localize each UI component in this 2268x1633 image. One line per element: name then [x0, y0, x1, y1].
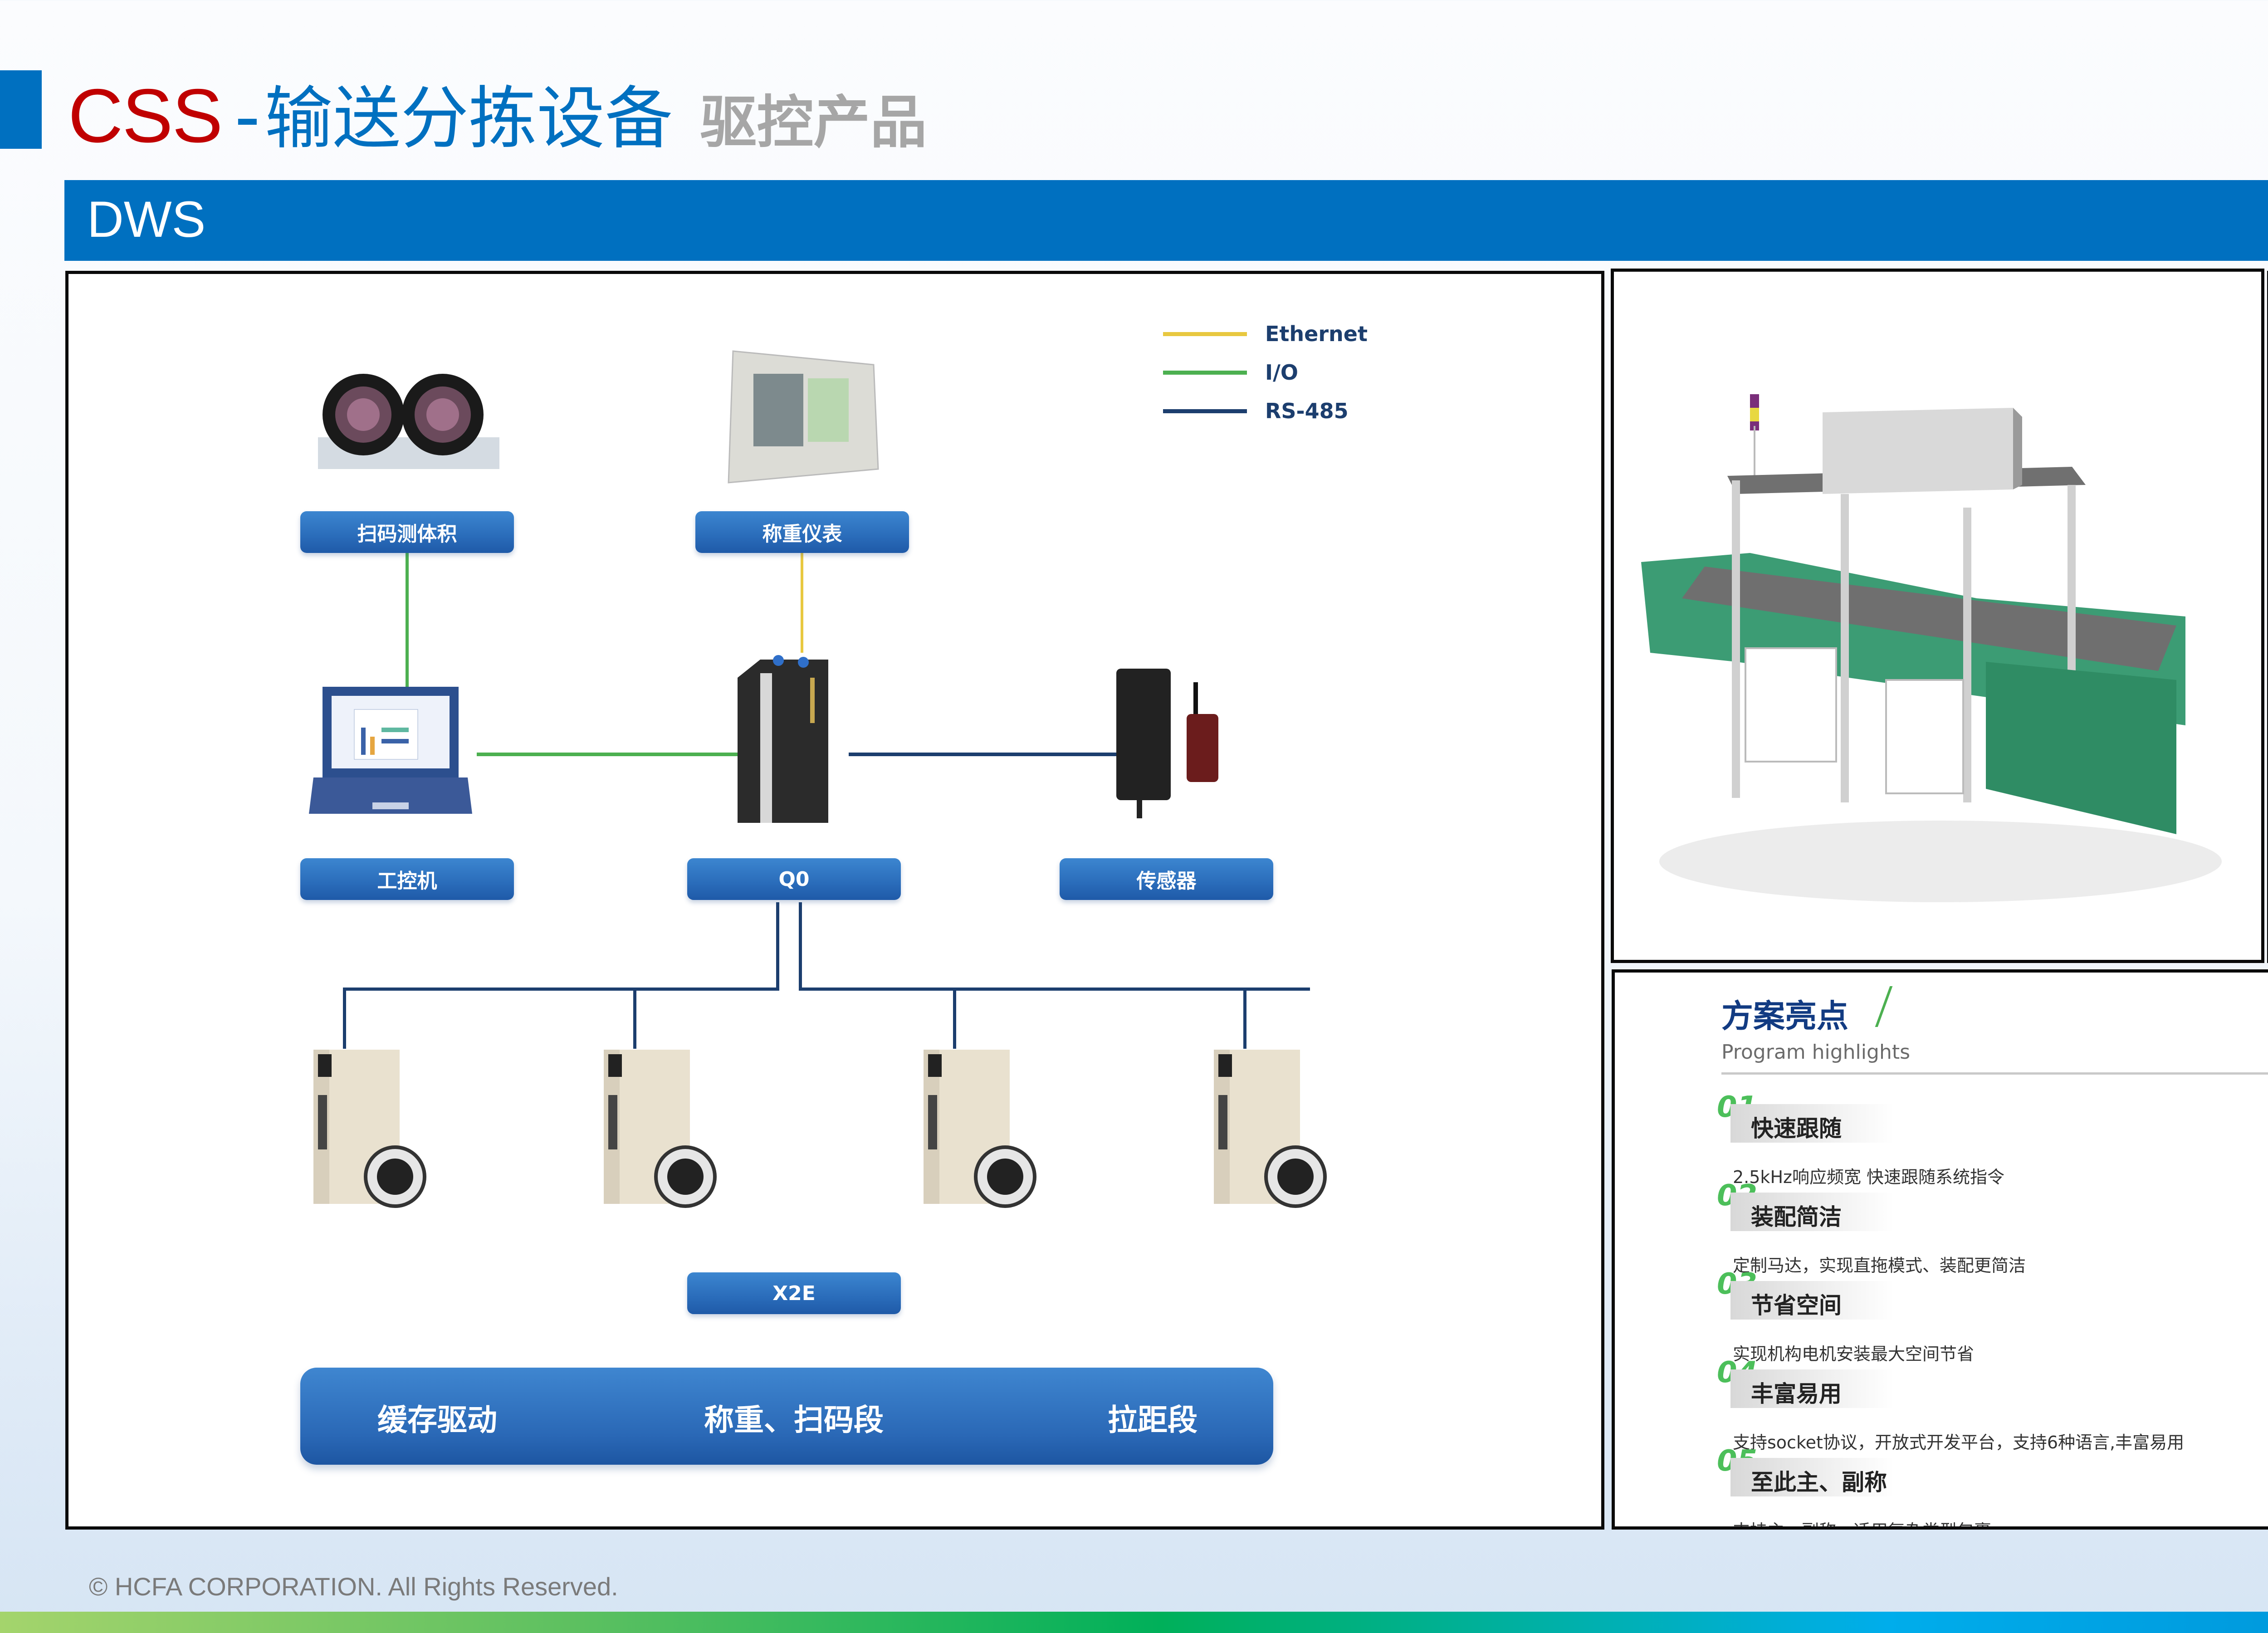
- copyright-text: © HCFA CORPORATION. All Rights Reserved.: [89, 1572, 618, 1601]
- segment-buffer: 缓存驱动: [377, 1403, 497, 1437]
- legend-rs485: RS-485: [1163, 399, 1349, 423]
- section-header-bar: DWS: [64, 180, 2268, 261]
- topology-diagram-panel: Ethernet I/O RS-485: [65, 271, 1604, 1530]
- io-line-scanner-ipc: [406, 553, 409, 709]
- rs485-drop-3: [953, 988, 956, 1049]
- legend-ethernet: Ethernet: [1163, 322, 1368, 346]
- rs485-line-plc-right: [799, 902, 802, 991]
- dws-machine-illustration: [1641, 394, 2222, 902]
- segment-spacing: 拉距段: [1108, 1403, 1198, 1437]
- legend-io: I/O: [1163, 360, 1298, 385]
- highlights-divider: [1721, 1072, 2268, 1075]
- highlight-title: 丰富易用: [1751, 1381, 1842, 1407]
- weighing-indicator-icon: [728, 350, 879, 484]
- label-plc: Q0: [687, 858, 901, 900]
- conveyor-segments-bar: 缓存驱动 称重、扫码段 拉距段: [300, 1368, 1273, 1465]
- label-scale: 称重仪表: [695, 511, 909, 553]
- page-title: CSS - 输送分拣设备 驱控产品: [68, 64, 927, 158]
- plc-controller-icon: [738, 655, 828, 823]
- highlight-title: 快速跟随: [1751, 1115, 1842, 1142]
- highlight-title: 节省空间: [1751, 1292, 1842, 1319]
- title-slash-decoration: [1875, 986, 1893, 1027]
- rs485-line-plc-sensor: [849, 753, 1162, 756]
- highlights-title: 方案亮点: [1721, 997, 1848, 1035]
- label-scanner: 扫码测体积: [300, 511, 514, 553]
- highlight-description: 2.5kHz响应频宽 快速跟随系统指令: [1733, 1167, 2005, 1187]
- rs485-drop-2: [633, 988, 636, 1049]
- legend-swatch-io: [1163, 370, 1247, 375]
- footer-gradient-bar: [0, 1612, 2268, 1633]
- ethernet-line-scale-plc: [801, 553, 803, 653]
- title-sub: 驱控产品: [700, 90, 927, 156]
- label-ipc: 工控机: [300, 858, 514, 900]
- rs485-drop-1: [343, 988, 346, 1049]
- rs485-bus-right: [799, 988, 1310, 991]
- section-title: DWS: [87, 191, 206, 248]
- title-prefix: CSS: [68, 73, 223, 158]
- highlight-title: 装配简洁: [1751, 1204, 1842, 1230]
- title-accent-bar: [0, 70, 42, 149]
- segment-weigh-scan: 称重、扫码段: [704, 1403, 884, 1437]
- servo-drive-4-icon: [1214, 1050, 1327, 1208]
- highlight-title: 至此主、副称: [1751, 1469, 1887, 1496]
- servo-drive-1-icon: [313, 1050, 426, 1208]
- servo-drive-3-icon: [924, 1050, 1036, 1208]
- title-main: 输送分拣设备: [264, 79, 673, 158]
- highlight-description: 支持主、副称，适用复杂类型包裹: [1733, 1517, 1991, 1526]
- highlights-subtitle: Program highlights: [1721, 1041, 1911, 1064]
- industrial-pc-laptop-icon: [309, 687, 472, 814]
- rs485-drop-4: [1243, 988, 1246, 1049]
- label-servo: X2E: [687, 1272, 901, 1314]
- photoelectric-sensor-icon: [1116, 669, 1218, 818]
- io-line-ipc-plc: [477, 753, 758, 756]
- servo-drive-2-icon: [604, 1050, 717, 1208]
- scanning-conveyor-render: [2267, 271, 2268, 963]
- dws-machine-render: [1611, 269, 2264, 963]
- program-highlights-panel: 方案亮点 Program highlights 01 快速跟随 2.5kHz响应…: [1612, 969, 2268, 1530]
- highlight-description: 定制马达，实现直拖模式、装配更简洁: [1733, 1256, 2026, 1276]
- camera-scanner-icon: [318, 374, 499, 469]
- legend-swatch-ethernet: [1163, 332, 1247, 336]
- label-sensor: 传感器: [1060, 858, 1273, 900]
- legend-swatch-rs485: [1163, 409, 1247, 413]
- highlight-description: 支持socket协议，开放式开发平台，支持6种语言,丰富易用: [1733, 1433, 2185, 1452]
- title-dash: -: [235, 73, 260, 158]
- highlight-description: 实现机构电机安装最大空间节省: [1733, 1344, 1975, 1364]
- rs485-bus-left: [343, 988, 779, 991]
- rs485-line-plc-left: [776, 902, 779, 991]
